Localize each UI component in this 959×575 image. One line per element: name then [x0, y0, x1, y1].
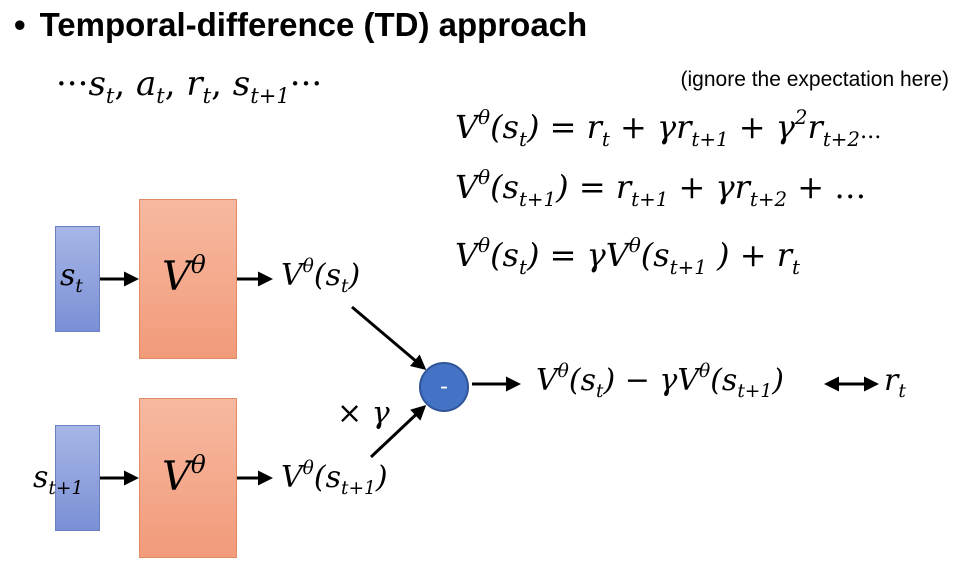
td-result: Vθ(st) − γVθ(st+1) — [536, 360, 784, 403]
title-text: Temporal-difference (TD) approach — [39, 6, 588, 43]
bullet-icon: • — [14, 6, 26, 43]
reward-target: rt — [884, 363, 906, 403]
trajectory-sequence: ···st, at, rt, st+1··· — [56, 64, 323, 108]
equation-1: Vθ(st) = rt + γrt+1 + γ2rt+2... — [455, 106, 882, 151]
value-network-top — [139, 199, 237, 359]
gamma-label: × γ — [337, 396, 390, 431]
input-box-st — [55, 226, 100, 332]
slide-title: • Temporal-difference (TD) approach — [14, 6, 587, 44]
equation-3: Vθ(st) = γVθ(st+1 ) + rt — [455, 234, 800, 279]
value-network-top-label: Vθ — [162, 249, 206, 300]
equation-2: Vθ(st+1) = rt+1 + γrt+2 + … — [455, 166, 867, 211]
input-box-st1 — [55, 425, 100, 531]
arrow-top-to-minus — [351, 305, 427, 370]
arrow-bottom-to-minus — [369, 404, 427, 459]
value-network-bottom-label: Vθ — [162, 449, 206, 500]
input-label-st1: st+1 — [33, 460, 84, 500]
input-label-st: st — [60, 258, 83, 298]
value-network-bottom — [139, 398, 237, 558]
output-bottom: Vθ(st+1) — [281, 457, 388, 500]
expectation-note: (ignore the expectation here) — [680, 68, 950, 91]
minus-node: - — [419, 362, 469, 412]
output-top: Vθ(st) — [281, 255, 361, 298]
